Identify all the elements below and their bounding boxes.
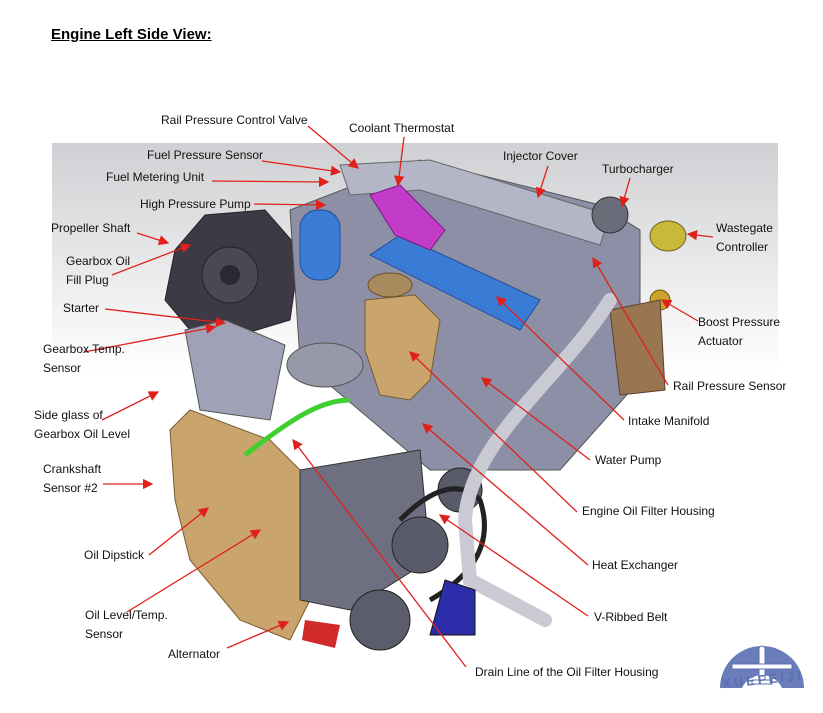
label-gearbox-oil-fill-plug: Gearbox Oil Fill Plug (66, 254, 131, 287)
label-wastegate-controller: Wastegate Controller (716, 221, 773, 254)
label-intake-manifold: Intake Manifold (628, 414, 710, 428)
airplane-icon (731, 645, 793, 685)
xuefeiji-logo (720, 645, 804, 688)
label-high-pressure-pump: High Pressure Pump (140, 197, 251, 211)
label-water-pump: Water Pump (595, 453, 662, 467)
label-oil-level-temp-sensor: Oil Level/Temp. Sensor (85, 608, 168, 641)
label-oil-dipstick: Oil Dipstick (84, 548, 145, 562)
label-rail-pressure-control-valve: Rail Pressure Control Valve (161, 113, 308, 127)
label-gearbox-temp-sensor: Gearbox Temp. Sensor (43, 342, 125, 375)
label-side-glass-gearbox-oil-level: Side glass of Gearbox Oil Level (34, 408, 131, 441)
label-turbocharger: Turbocharger (602, 162, 674, 176)
label-coolant-thermostat: Coolant Thermostat (349, 121, 455, 135)
leader-lines (83, 125, 714, 668)
label-alternator: Alternator (168, 647, 221, 661)
label-drain-line-oil-filter-housing: Drain Line of the Oil Filter Housing (475, 665, 659, 679)
label-injector-cover: Injector Cover (503, 149, 578, 163)
label-crankshaft-sensor: Crankshaft Sensor #2 (43, 462, 102, 495)
label-fuel-pressure-sensor: Fuel Pressure Sensor (147, 148, 264, 162)
label-starter: Starter (63, 301, 100, 315)
label-rail-pressure-sensor: Rail Pressure Sensor (673, 379, 787, 393)
label-fuel-metering-unit: Fuel Metering Unit (106, 170, 205, 184)
label-engine-oil-filter-housing: Engine Oil Filter Housing (582, 504, 715, 518)
page-title: Engine Left Side View: (51, 26, 212, 43)
label-heat-exchanger: Heat Exchanger (592, 558, 679, 572)
label-v-ribbed-belt: V-Ribbed Belt (594, 610, 668, 624)
label-boost-pressure-actuator: Boost Pressure Actuator (698, 315, 781, 348)
label-propeller-shaft: Propeller Shaft (51, 221, 131, 235)
